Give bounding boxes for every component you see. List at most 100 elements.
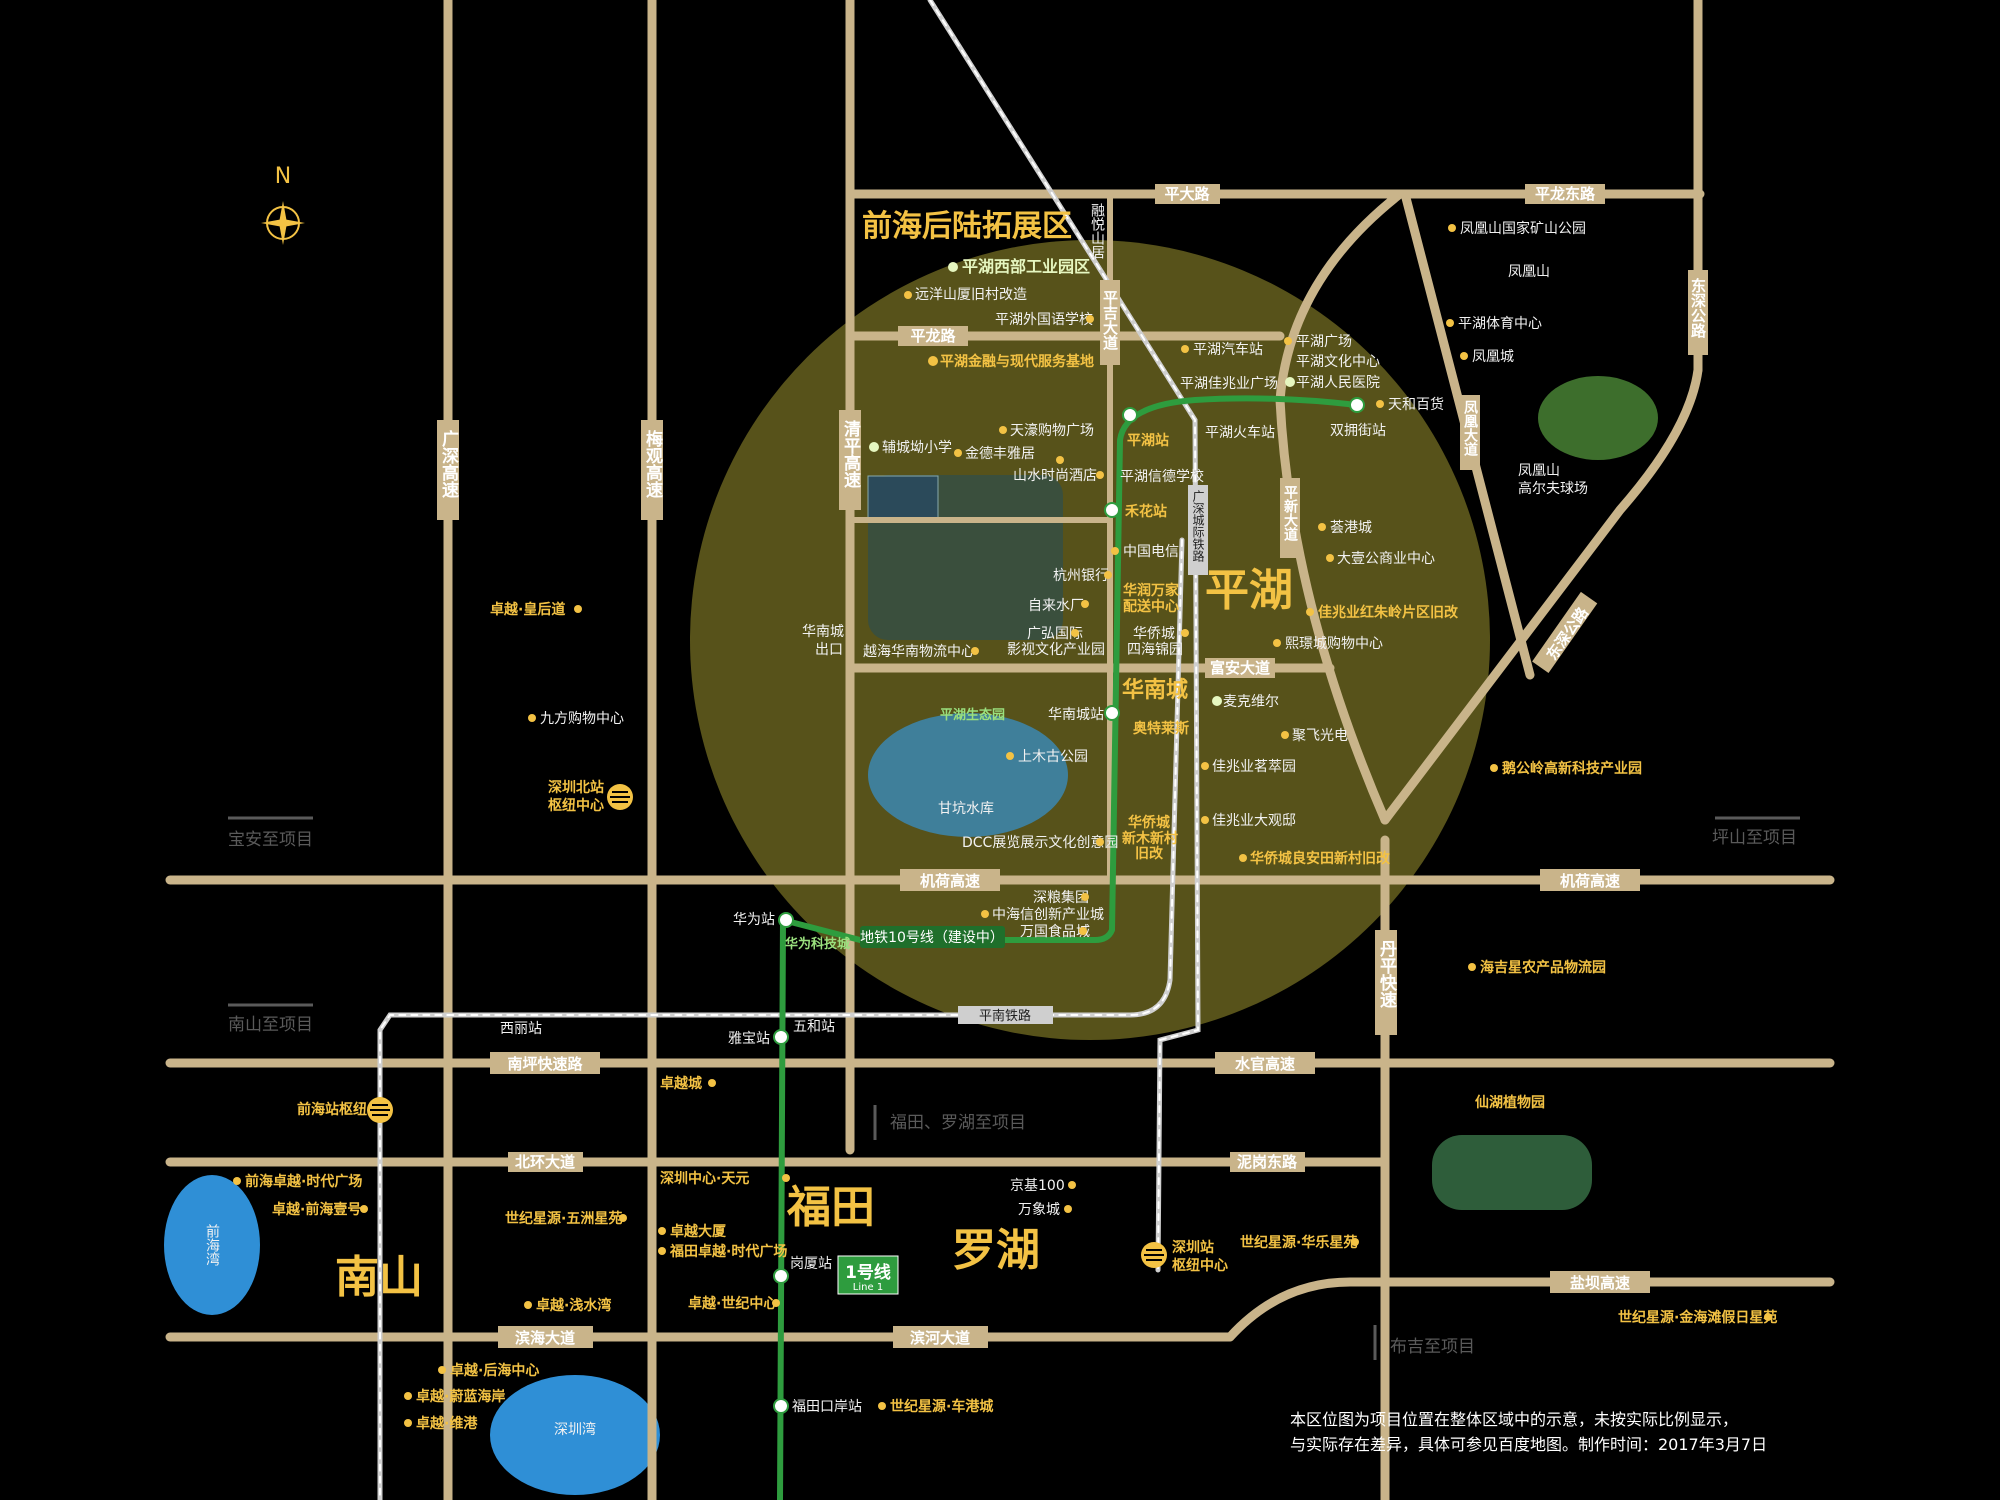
poi-p24: 自来水厂: [1028, 598, 1084, 614]
rail-pingnan-dash: [379, 539, 1183, 1500]
metro-line10-label: 地铁10号线（建设中）: [860, 930, 1004, 946]
poi-p85: 枢纽中心: [1172, 1257, 1228, 1274]
gankeng-reservoir-water: [868, 713, 1068, 837]
compass-label: N: [275, 164, 291, 189]
direction-buji: 布吉至项目: [1390, 1337, 1475, 1357]
poi-p66: 华为站: [733, 912, 775, 928]
poi-p71: 卓越城: [660, 1075, 702, 1092]
poi-p94: 深圳湾: [554, 1421, 596, 1438]
poi-p52: 万国食品城: [1020, 923, 1090, 940]
hub-icon-shenzhen-station: [1141, 1242, 1167, 1268]
poi-p19: 禾花站: [1125, 503, 1167, 520]
poi-p15: 辅城坳小学: [882, 440, 952, 456]
disclaimer-line2: 与实际存在差异，具体可参见百度地图。制作时间：2017年3月7日: [1290, 1435, 1767, 1454]
direction-baoan: 宝安至项目: [228, 830, 313, 850]
poi-p54: 凤凰山: [1508, 264, 1550, 280]
road-label-pingji: 平吉大道: [1101, 290, 1119, 350]
poi-p86: 世纪星源·华乐星苑: [1240, 1234, 1357, 1251]
road-label-pingxin: 平新大道: [1282, 485, 1298, 542]
project-logo-badge: [867, 475, 939, 523]
poi-p32: 荟港城: [1330, 519, 1372, 536]
poi-p92: 世纪星源·车港城: [890, 1398, 993, 1415]
zone-title: 前海后陆拓展区: [862, 209, 1072, 244]
poi-p4: 平湖金融与现代服务基地: [940, 353, 1094, 370]
poi-p42: 华南城站: [1048, 707, 1104, 723]
poi-p61: 仙湖植物园: [1475, 1094, 1545, 1111]
poi-p59: 鹅公岭高新科技产业园: [1502, 760, 1642, 777]
poi-p35: 熙璟城购物中心: [1285, 636, 1383, 652]
poi-p72: 前海站枢纽: [297, 1101, 367, 1118]
road-label-beihuan: 北环大道: [515, 1153, 575, 1171]
poi-p3: 平湖外国语学校: [995, 311, 1093, 328]
district-futian: 福田: [786, 1182, 875, 1233]
poi-p58: 高尔夫球场: [1518, 480, 1588, 497]
poi-p28: 四海锦园: [1127, 641, 1183, 658]
poi-p76: 深圳中心·天元: [660, 1170, 749, 1187]
poi-p29: 华南城: [802, 624, 844, 640]
poi-p48: 新木新村: [1122, 830, 1178, 847]
rail-guangshen-dash: [929, 0, 1200, 1271]
poi-p83: 万象城: [1018, 1202, 1060, 1218]
poi-p69: 雅宝站: [728, 1031, 770, 1047]
road-label-yanba: 盐坝高速: [1570, 1274, 1630, 1292]
direction-nanshan: 南山至项目: [228, 1015, 313, 1035]
poi-p25: 广弘国际: [1027, 626, 1083, 642]
road-label-guangshen-rail: 广深城际铁路: [1191, 490, 1205, 563]
road-label-nanping: 南坪快速路: [507, 1055, 583, 1073]
district-nanshan: 南山: [335, 1252, 423, 1303]
road-yanba: [1225, 1277, 1835, 1342]
poi-p93: 前海湾: [204, 1223, 220, 1266]
district-huanancheng: 华南城: [1122, 677, 1188, 703]
poi-p6: 平湖佳兆业广场: [1180, 376, 1278, 392]
poi-p5: 平湖汽车站: [1193, 341, 1263, 358]
road-label-guangshen: 广深高速: [438, 429, 459, 498]
poi-p43: 奥特莱斯: [1133, 720, 1189, 737]
poi-p49: 旧改: [1135, 845, 1164, 862]
poi-p78: 福田卓越·时代广场: [669, 1243, 787, 1260]
poi-p9: 平湖人民医院: [1296, 375, 1380, 391]
shenzhen-bay-water: [490, 1375, 660, 1495]
poi-p23: 配送中心: [1123, 598, 1179, 615]
poi-p87: 世纪星源·金海滩假日星苑: [1618, 1309, 1777, 1326]
metro-line-10: [780, 395, 1360, 943]
poi-p17: 平湖站: [1127, 432, 1169, 449]
poi-p14: 金德丰雅居: [965, 446, 1035, 462]
metro-line1-badge: [837, 1255, 899, 1295]
poi-p30: 出口: [815, 642, 843, 658]
road-label-qingping: 清平高速: [840, 419, 861, 488]
poi-p63: 九方购物中心: [540, 711, 624, 727]
poi-p26: 影视文化产业园: [1007, 642, 1105, 658]
poi-p68: 西丽站: [500, 1021, 542, 1037]
poi-p11: 双拥街站: [1330, 423, 1386, 439]
poi-p91: 福田口岸站: [792, 1399, 862, 1415]
poi-p8: 平湖文化中心: [1296, 354, 1380, 370]
poi-p55: 平湖体育中心: [1458, 316, 1542, 332]
poi-p2: 远洋山厦旧村改造: [915, 287, 1027, 303]
road-label-pinglong-east: 平龙东路: [1535, 185, 1596, 203]
poi-p22: 华润万家: [1123, 582, 1180, 599]
direction-pingshan: 坪山至项目: [1712, 828, 1797, 848]
district-luohu: 罗湖: [952, 1225, 1040, 1276]
poi-p88: 卓越·后海中心: [450, 1362, 539, 1379]
poi-p46: DCC展览展示文化创意园: [962, 834, 1118, 851]
poi-p44: 上木古公园: [1018, 749, 1088, 765]
poi-p7: 平湖广场: [1296, 334, 1352, 350]
compass-icon: [261, 201, 305, 245]
disclaimer-line1: 本区位图为项目位置在整体区域中的示意，未按实际比例显示，: [1290, 1410, 1738, 1429]
poi-p39: 佳兆业大观邸: [1212, 813, 1296, 829]
poi-p67: 华为科技城: [785, 936, 850, 952]
metro-line1-en: Line 1: [853, 1282, 883, 1293]
poi-p64: 深圳北站: [548, 779, 604, 796]
poi-p56: 凤凰城: [1472, 349, 1514, 365]
poi-p37: 聚飞光电: [1292, 728, 1348, 744]
poi-p79: 岗厦站: [790, 1256, 832, 1272]
poi-p50: 深粮集团: [1033, 889, 1089, 906]
poi-p89: 卓越·蔚蓝海岸: [416, 1388, 505, 1405]
area-highlight-circle: [690, 240, 1490, 1040]
poi-p41: 平湖生态园: [940, 707, 1005, 723]
road-label-dongshen: 东深公路: [1689, 277, 1707, 338]
poi-p34: 佳兆业红朱岭片区旧改: [1318, 604, 1459, 621]
road-label-fenghuang: 凤凰大道: [1462, 400, 1478, 457]
poi-p38: 佳兆业茗萃园: [1212, 759, 1296, 775]
